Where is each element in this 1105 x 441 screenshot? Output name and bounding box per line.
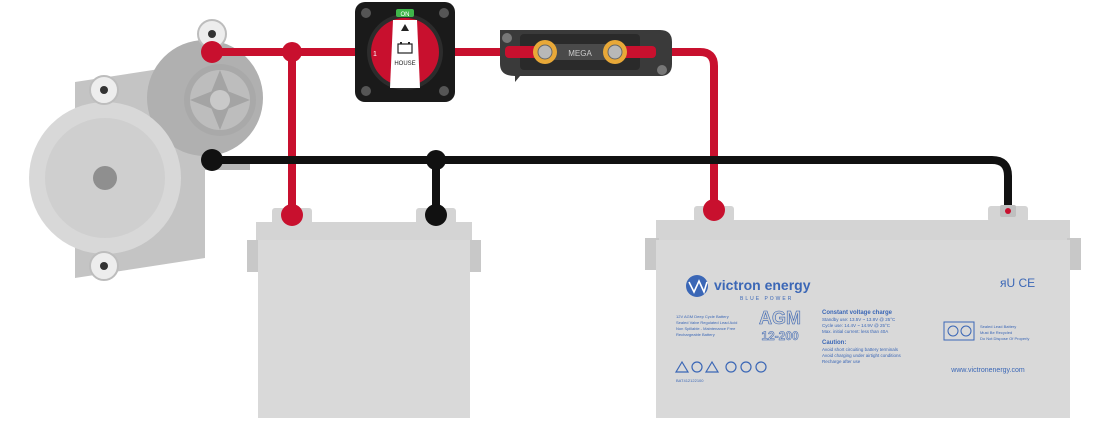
alternator-shaft [93, 166, 117, 190]
alternator-negative-terminal [201, 149, 223, 171]
agm-caution-lines: Avoid short circuiting battery terminals… [822, 347, 901, 364]
agm-left-info-line: 12V AGM Deep Cycle Battery [676, 314, 729, 319]
corrosive-triangle-icon [704, 360, 720, 373]
agm-battery-case [656, 240, 1070, 418]
fuse-left-lug [505, 46, 541, 58]
starter-battery-handle-right [467, 240, 481, 272]
agm-right-info-line: Do Not Dispose Of Properly [980, 336, 1029, 341]
agm-caution-line: Avoid short circuiting battery terminals [822, 347, 899, 352]
read-manual-icon [740, 361, 752, 373]
agm-charge-line: Standby use: 13.5V ~ 13.8V @ 25°C [822, 317, 896, 322]
victron-logo-icon [686, 275, 708, 297]
switch-house-label: HOUSE [394, 61, 415, 67]
agm-product-model: 12-200 [761, 329, 799, 343]
warning-triangle-icon [674, 360, 690, 373]
agm-battery-lid [656, 220, 1070, 242]
negative-wires [208, 156, 1012, 219]
agm-right-info-line: Sealed Lead Battery [980, 324, 1016, 329]
alternator-fan [184, 64, 256, 136]
agm-brand-name: victron energy [714, 277, 811, 293]
starter-battery-handle-left [247, 240, 261, 272]
positive-wires [208, 48, 718, 219]
switch-battery-1-label: 1 [373, 51, 377, 58]
alternator-positive-terminal [201, 41, 223, 63]
agm-left-info-line: Non Spillable - Maintenance Free [676, 326, 736, 331]
fuse-mega-label: MEGA [568, 49, 592, 58]
agm-positive-terminal [703, 199, 725, 221]
fuse-right-lug [620, 46, 656, 58]
agm-cert-marks: ᴙU CE [1000, 276, 1035, 290]
alternator [29, 19, 263, 281]
agm-charge-line: Max. initial current: less than 40A [822, 329, 888, 334]
agm-charge-line: Cycle use: 14.4V ~ 14.9V @ 25°C [822, 323, 891, 328]
agm-warning-icons [674, 360, 767, 373]
agm-battery: victron energy BLUE POWER ᴙU CE 12V AGM … [645, 199, 1081, 418]
switch-on-indicator [396, 9, 414, 17]
agm-caution-line: Avoid charging under airtight conditions [822, 353, 901, 358]
agm-barcode-text: BAT412122100 [676, 378, 704, 383]
fuse-element [550, 44, 610, 60]
child-warning-icon [755, 361, 767, 373]
agm-product-type: AGM [759, 308, 801, 328]
starter-battery [247, 204, 481, 418]
starter-battery-negative-terminal [425, 204, 447, 226]
agm-caution-heading: Caution: [822, 340, 846, 346]
negative-junction-dot [426, 150, 446, 170]
agm-battery-handle-right [1067, 238, 1081, 270]
starter-battery-lid [256, 222, 472, 242]
mega-fuse-holder: MEGA [500, 30, 672, 82]
wire-fuse-to-agm-positive [646, 48, 718, 214]
battery-symbol-icon [397, 42, 413, 54]
agm-website: www.victronenergy.com [950, 367, 1025, 374]
agm-caution-line: Recharge after use [822, 359, 861, 364]
starter-battery-positive-terminal [281, 204, 303, 226]
battery-switch: ON HOUSE 1 [355, 2, 455, 102]
agm-battery-handle-left [645, 238, 659, 270]
switch-on-label: ON [401, 12, 410, 18]
no-flame-icon [691, 361, 703, 373]
recycle-icon [943, 321, 975, 341]
agm-left-info-line: Rechargeable Battery [676, 332, 715, 337]
starter-battery-case [258, 240, 470, 418]
switch-handle [390, 20, 420, 88]
positive-junction-dot [282, 42, 302, 62]
eye-protection-icon [725, 361, 737, 373]
agm-right-info-line: Must Be Recycled [980, 330, 1012, 335]
agm-brand-tagline: BLUE POWER [740, 296, 793, 302]
agm-left-info-line: Sealed Valve Regulated Lead Acid [676, 320, 737, 325]
agm-charge-heading: Constant voltage charge [822, 310, 893, 316]
wire-alternator-ground [208, 156, 1012, 214]
